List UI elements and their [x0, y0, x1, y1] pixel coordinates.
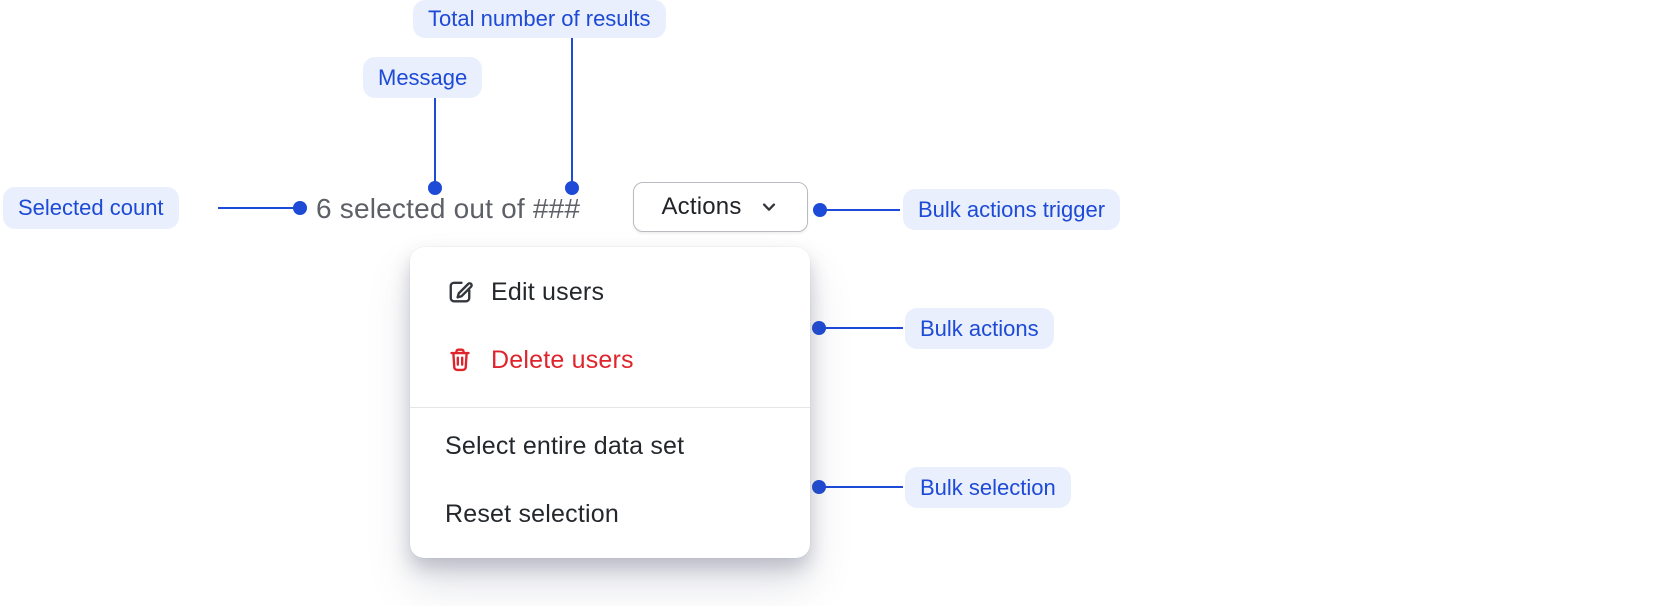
annotation-line-message [434, 98, 436, 183]
annotation-dot-total-results [565, 181, 579, 195]
menu-item-edit-users[interactable]: Edit users [410, 258, 810, 326]
menu-item-select-entire-data-set[interactable]: Select entire data set [410, 412, 810, 480]
annotation-dot-message [428, 181, 442, 195]
menu-item-label: Select entire data set [445, 431, 685, 460]
annotation-line-selected-count [218, 207, 296, 209]
annotation-chip-total-results: Total number of results [413, 0, 666, 38]
annotation-line-bulk-selection [819, 486, 903, 488]
edit-icon [445, 277, 475, 307]
selection-message: 6 selected out of ### [316, 193, 581, 224]
chevron-down-icon [758, 196, 780, 218]
bulk-actions-menu: Edit users Delete users Select entire da… [410, 247, 810, 558]
menu-divider [410, 407, 810, 408]
bulk-actions-trigger-button[interactable]: Actions [633, 182, 808, 232]
trash-icon [445, 345, 475, 375]
menu-item-reset-selection[interactable]: Reset selection [410, 480, 810, 548]
annotation-chip-bulk-actions-trigger: Bulk actions trigger [903, 189, 1121, 230]
annotation-line-bulk-actions [819, 327, 903, 329]
annotation-dot-selected-count [293, 201, 307, 215]
menu-item-delete-users[interactable]: Delete users [410, 326, 810, 394]
annotation-chip-bulk-actions: Bulk actions [905, 308, 1054, 349]
annotation-chip-message: Message [363, 57, 483, 98]
menu-item-label: Edit users [491, 277, 605, 306]
annotation-line-bulk-actions-trigger [820, 209, 900, 211]
annotation-chip-selected-count: Selected count [3, 187, 179, 229]
menu-item-label: Delete users [491, 345, 634, 374]
annotation-line-total-results [571, 38, 573, 183]
annotation-chip-bulk-selection: Bulk selection [905, 467, 1071, 508]
actions-button-label: Actions [661, 193, 742, 220]
menu-item-label: Reset selection [445, 499, 619, 528]
